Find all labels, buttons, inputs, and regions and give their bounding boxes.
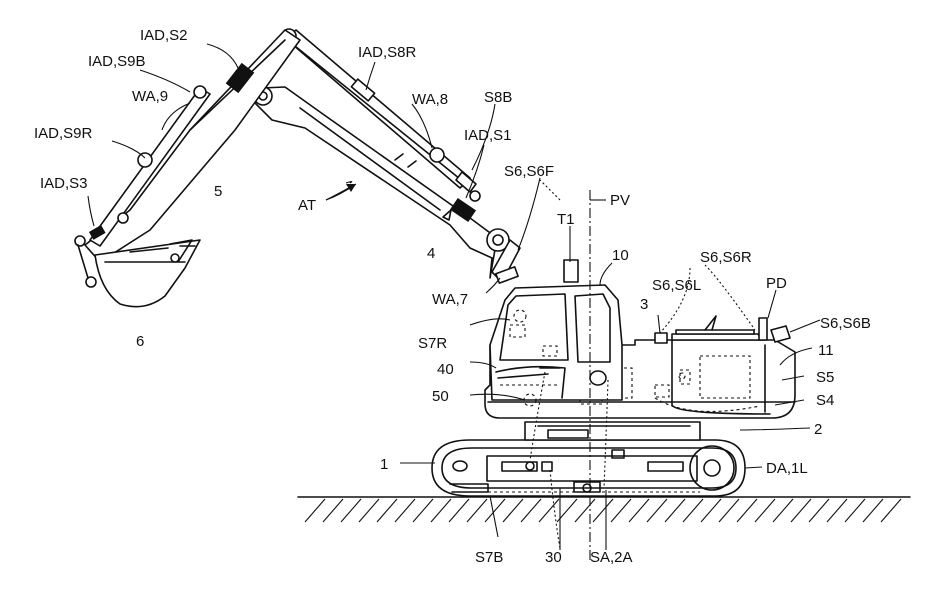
label-iad-s3: IAD,S3 [40,175,88,192]
label-num-10: 10 [612,247,629,264]
label-iad-s1: IAD,S1 [464,127,512,144]
label-iad-s2: IAD,S2 [140,27,188,44]
label-num-40: 40 [437,361,454,378]
at-arrow [326,184,356,200]
label-num-5: 5 [214,183,222,200]
label-num-30: 30 [545,549,562,566]
crawler-undercarriage [432,422,745,496]
label-num-3: 3 [640,296,648,313]
label-s7r: S7R [418,335,447,352]
label-iad-s9r: IAD,S9R [34,125,93,142]
label-wa-9: WA,9 [132,88,168,105]
label-num-11: 11 [818,342,834,359]
label-wa-8: WA,8 [412,91,448,108]
label-num-2: 2 [814,421,822,438]
label-pd: PD [766,275,787,292]
label-s4: S4 [816,392,834,409]
label-s8b: S8B [484,89,512,106]
ground [298,497,910,522]
label-num-1: 1 [380,456,388,473]
label-iad-s9b: IAD,S9B [88,53,146,70]
label-sa-2a: SA,2A [590,549,633,566]
label-s6-s6b: S6,S6B [820,315,871,332]
label-at: AT [298,197,316,214]
label-s6-s6f: S6,S6F [504,163,554,180]
label-pv: PV [610,192,630,209]
label-s5: S5 [816,369,834,386]
label-s7b: S7B [475,549,503,566]
label-num-4: 4 [427,245,435,262]
cab [490,285,622,406]
label-num-50: 50 [432,388,449,405]
label-s6-s6r: S6,S6R [700,249,752,266]
label-wa-7: WA,7 [432,291,468,308]
label-iad-s8r: IAD,S8R [358,44,417,61]
label-da-1l: DA,1L [766,460,808,477]
label-num-6: 6 [136,333,144,350]
label-t1: T1 [557,211,575,228]
label-s6-s6l: S6,S6L [652,277,701,294]
